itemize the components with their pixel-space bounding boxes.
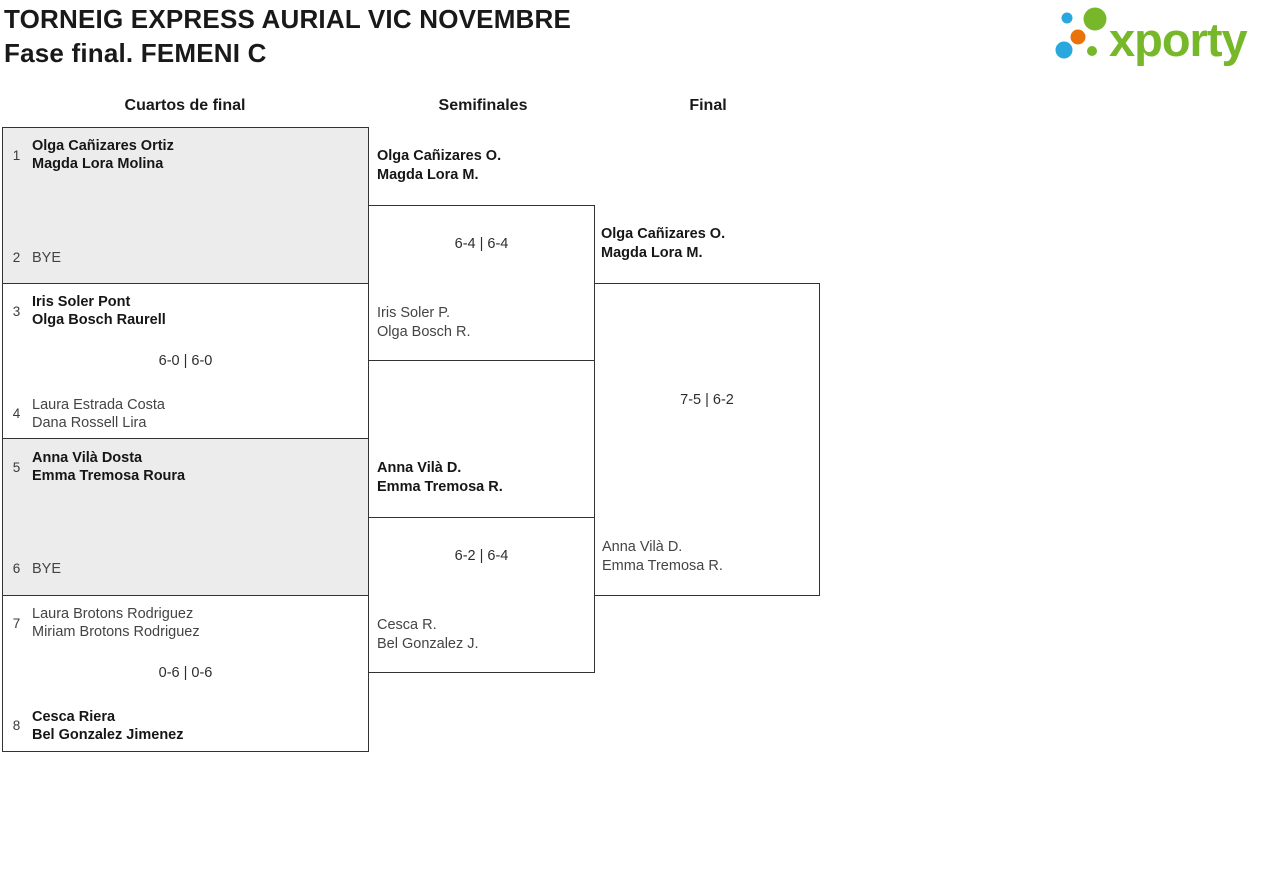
seed-number: 5 [12,459,21,475]
qf-match-2: 3 Iris Soler Pont Olga Bosch Raurell 6-0… [2,283,369,439]
seed-number: 8 [12,718,21,733]
seed-number: 7 [12,615,21,631]
seed-number: 4 [12,406,21,421]
qf4-team-top: 7 Laura Brotons Rodriguez Miriam Brotons… [9,605,200,641]
sf-match-2: 6-2 | 6-4 Cesca R. Bel Gonzalez J. [368,517,595,673]
player-name: Laura Estrada Costa [32,396,165,413]
player-name: Bel Gonzalez J. [377,635,479,652]
player-name: Magda Lora M. [377,166,479,183]
seed-number: 3 [12,303,21,319]
player-name: Anna Vilà D. [602,539,683,555]
qf2-score: 6-0 | 6-0 [158,353,213,369]
sf-match-1: 6-4 | 6-4 Iris Soler P. Olga Bosch R. [368,205,595,361]
player-name: Miriam Brotons Rodriguez [32,624,200,640]
bye-label: BYE [32,560,62,577]
player-name: Anna Vilà Dosta [32,450,143,466]
qf1-team-top: 1 Olga Cañizares Ortiz Magda Lora Molina [9,137,174,173]
seed-number: 1 [12,147,21,163]
final-match: 7-5 | 6-2 Anna Vilà D. Emma Tremosa R. [594,283,820,596]
xporty-logo[interactable]: xporty [1048,4,1276,70]
logo-dot-blue-small [1061,12,1073,24]
player-name: Emma Tremosa Roura [32,468,186,484]
qf4-score: 0-6 | 0-6 [158,665,213,681]
player-name: Olga Cañizares O. [601,226,726,242]
tournament-name: TORNEIG EXPRESS AURIAL VIC NOVEMBRE [4,4,572,34]
page-title: TORNEIG EXPRESS AURIAL VIC NOVEMBRE Fase… [4,2,571,70]
player-name: Magda Lora Molina [32,156,164,172]
logo-dot-blue-large [1055,41,1073,59]
seed-number: 6 [12,561,21,576]
qf2-team-bottom: 4 Laura Estrada Costa Dana Rossell Lira [9,395,165,432]
bye-label: BYE [32,249,62,266]
qf-match-1: 1 Olga Cañizares Ortiz Magda Lora Molina… [2,127,369,284]
final-team-top: Olga Cañizares O. Magda Lora M. [601,225,725,262]
sf2-team-bottom: Cesca R. Bel Gonzalez J. [377,616,479,653]
player-name: Iris Soler Pont [32,294,131,310]
qf2-team-top: 3 Iris Soler Pont Olga Bosch Raurell [9,293,166,329]
logo-dot-green-small [1087,46,1097,56]
round-header-final: Final [689,97,727,114]
player-name: Cesca R. [377,617,437,633]
player-name: Laura Brotons Rodriguez [32,606,194,622]
sf1-team-top: Olga Cañizares O. Magda Lora M. [377,147,501,184]
player-name: Olga Bosch Raurell [32,312,166,328]
logo-wordmark: xporty [1109,13,1248,66]
qf-match-4: 7 Laura Brotons Rodriguez Miriam Brotons… [2,595,369,752]
qf3-team-top: 5 Anna Vilà Dosta Emma Tremosa Roura [9,449,185,485]
player-name: Emma Tremosa R. [377,478,503,495]
player-name: Emma Tremosa R. [602,557,723,574]
qf-match-3: 5 Anna Vilà Dosta Emma Tremosa Roura 6 B… [2,438,369,596]
sf2-team-top: Anna Vilà D. Emma Tremosa R. [377,459,503,496]
seed-number: 2 [12,250,21,265]
qf1-team-bottom: 2 BYE [9,239,61,276]
sf1-score: 6-4 | 6-4 [454,236,509,252]
player-name: Dana Rossell Lira [32,414,147,431]
sf1-team-bottom: Iris Soler P. Olga Bosch R. [377,304,471,341]
player-name: Olga Cañizares O. [377,148,502,164]
round-header-quarterfinals: Cuartos de final [124,97,246,114]
final-team-bottom: Anna Vilà D. Emma Tremosa R. [602,538,723,575]
player-name: Cesca Riera [32,708,116,725]
sf2-score: 6-2 | 6-4 [454,548,509,564]
qf4-team-bottom: 8 Cesca Riera Bel Gonzalez Jimenez [9,707,184,744]
player-name: Anna Vilà D. [377,460,462,476]
player-name: Bel Gonzalez Jimenez [32,726,184,743]
final-score: 7-5 | 6-2 [680,392,734,408]
qf3-team-bottom: 6 BYE [9,550,61,587]
logo-dot-orange [1070,29,1086,45]
phase-category-subtitle: Fase final. FEMENI C [4,38,267,68]
player-name: Magda Lora M. [601,244,703,261]
player-name: Iris Soler P. [377,305,451,321]
round-header-semifinals: Semifinales [438,97,528,114]
player-name: Olga Cañizares Ortiz [32,138,174,154]
logo-dot-green-large [1083,7,1107,31]
xporty-logo-graphic: xporty [1055,7,1249,66]
player-name: Olga Bosch R. [377,323,471,340]
